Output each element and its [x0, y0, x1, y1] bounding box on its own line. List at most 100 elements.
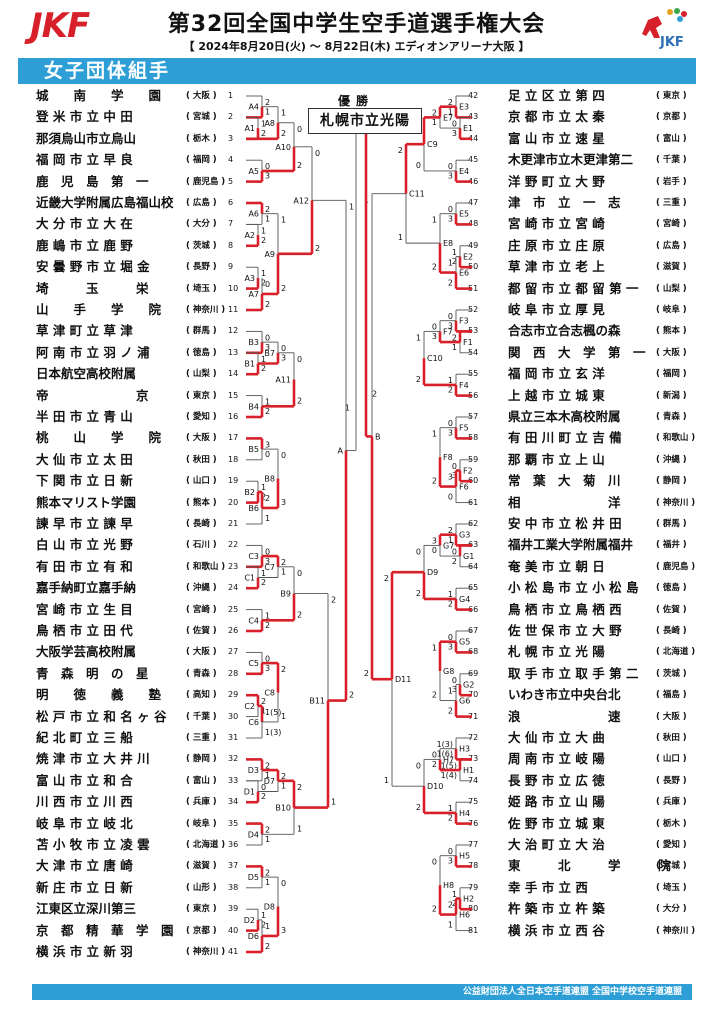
team-name: 大阪学芸高校附属: [36, 644, 137, 660]
match-label-h6: H6: [459, 911, 470, 920]
match-label-f4: F4: [459, 381, 469, 390]
match-score-bottom: 2: [261, 493, 266, 502]
team-prefecture: ( 東京 ): [186, 390, 217, 401]
team-prefecture: ( 鹿児島 ): [186, 176, 226, 187]
match-label-b3: B3: [248, 338, 259, 347]
team-row-6: 近畿大学附属広島福山校( 広島 )6: [36, 193, 234, 213]
team-row-35: 岐 阜 市 立 岐 北( 岐阜 )35: [36, 814, 238, 834]
match-label-a3: A3: [244, 274, 255, 283]
match-score-top: 1: [448, 259, 453, 268]
team-prefecture: ( 兵庫 ): [186, 797, 217, 808]
team-prefecture: ( 京都 ): [186, 925, 217, 936]
team-number: 40: [228, 925, 239, 935]
match-label-e6: E6: [459, 269, 469, 278]
match-label-e1: E1: [463, 124, 473, 133]
team-number: 21: [228, 519, 239, 528]
match-label-e4: E4: [459, 167, 469, 176]
team-row-8: 鹿 嶋 市 立 鹿 野( 茨城 )8: [36, 236, 233, 256]
team-number: 4: [228, 155, 234, 165]
team-number: 78: [468, 861, 479, 871]
match-score-top: 2: [448, 98, 453, 107]
team-row-52: 岐 阜 市 立 厚 見( 岐阜 )52: [468, 300, 708, 320]
match-label-f5: F5: [459, 424, 469, 433]
team-number: 7: [228, 219, 234, 229]
team-name: 江東区立深川第三: [36, 901, 137, 917]
team-number: 35: [228, 818, 239, 828]
match-label-g4: G4: [459, 595, 470, 604]
team-name: 大 仙 市 立 太 田: [36, 451, 133, 467]
team-prefecture: ( 静岡 ): [186, 754, 217, 765]
team-prefecture: ( 広島 ): [186, 198, 217, 208]
team-number: 43: [468, 112, 479, 122]
match-label-b8: B8: [264, 475, 275, 484]
jkf-logo-right: JKF: [642, 8, 687, 50]
match-label-d10: D10: [427, 782, 443, 791]
match-score-top: 3: [448, 473, 453, 482]
team-prefecture: ( 鹿児島 ): [656, 561, 696, 572]
match-score-bottom: 2: [281, 129, 286, 138]
match-label-c1: C1: [244, 574, 255, 583]
match-score-bottom: 3: [448, 642, 453, 651]
match-score-top: 2: [448, 526, 453, 535]
team-prefecture: ( 山梨 ): [186, 369, 217, 380]
match-label-a12: A12: [293, 196, 309, 205]
team-name: 木更津市立木更津第二: [508, 152, 634, 168]
match-score-top: 1: [448, 687, 453, 696]
match-score-top: 0: [265, 280, 270, 289]
match-score-bottom: 2: [261, 236, 266, 245]
team-prefecture: ( 石川 ): [186, 540, 217, 551]
match-score-bottom: 1: [265, 514, 270, 523]
team-number: 44: [468, 133, 479, 143]
match-score-bottom: 2: [261, 921, 266, 930]
match-label-f8: F8: [443, 453, 453, 462]
match-score-bottom: 1: [281, 568, 286, 577]
match-score-bottom: 2: [448, 386, 453, 395]
match-score-top: 2: [398, 146, 403, 155]
team-name: 都 留 市 立 都 留 第 一: [508, 280, 639, 296]
match-label-d2: D2: [244, 916, 255, 925]
team-prefecture: ( 富山 ): [186, 775, 217, 786]
team-name: 小 松 島 市 立 小 松 島: [508, 580, 639, 596]
team-prefecture: ( 富山 ): [656, 133, 687, 144]
match-score-bottom: 2: [297, 161, 302, 170]
match-score-bottom: 1: [448, 107, 453, 116]
jkf-logo-right-text: JKF: [659, 35, 684, 50]
team-number: 33: [228, 775, 239, 785]
match-score-top: 0: [448, 419, 453, 428]
match-score-bottom: 3: [265, 664, 270, 673]
team-row-63: 福井工業大学附属福井( 福井 )63: [468, 535, 708, 555]
match-label-g2: G2: [463, 681, 474, 690]
team-row-17: 桃 山 学 院( 大阪 )17: [36, 428, 238, 448]
match-score-top: 0: [416, 547, 421, 556]
team-prefecture: ( 大分 ): [656, 904, 687, 915]
match-label-a2: A2: [244, 231, 255, 240]
match-score-top: 0: [265, 333, 270, 342]
match-score-top: 1: [281, 109, 286, 118]
team-row-69: 取 手 市 立 取 手 第 二( 茨城 )69: [468, 664, 708, 684]
team-number: 59: [468, 454, 479, 464]
match-label-h2: H2: [463, 895, 474, 904]
match-label-c4: C4: [248, 616, 259, 625]
match-label-d9: D9: [427, 568, 438, 577]
match-score-top: 1: [432, 216, 437, 225]
match-score-top: 0: [297, 569, 302, 578]
match-score-bottom: 0: [416, 161, 421, 170]
match-score-bottom: 2: [261, 364, 266, 373]
team-prefecture: ( 山形 ): [186, 882, 217, 893]
match-score-bottom: 2: [416, 589, 421, 598]
match-label-c5: C5: [248, 659, 259, 668]
team-name: 草 津 町 立 草 津: [36, 323, 133, 339]
team-prefecture: ( 埼玉 ): [656, 882, 687, 893]
match-score-top: 0: [448, 312, 453, 321]
match-score-top: 2: [265, 494, 270, 503]
team-row-75: 姫 路 市 立 山 陽( 兵庫 )75: [468, 792, 708, 812]
team-prefecture: ( 三重 ): [656, 198, 687, 208]
team-row-43: 京 都 市 立 太 秦( 京都 )43: [468, 107, 708, 127]
team-prefecture: ( 秋田 ): [186, 454, 217, 465]
match-score-top: 0: [265, 547, 270, 556]
match-score-bottom: 0: [448, 493, 453, 502]
team-number: 6: [228, 198, 234, 207]
match-score-top: 1: [265, 922, 270, 931]
match-label-g5: G5: [459, 638, 470, 647]
match-label-a10: A10: [275, 143, 291, 152]
